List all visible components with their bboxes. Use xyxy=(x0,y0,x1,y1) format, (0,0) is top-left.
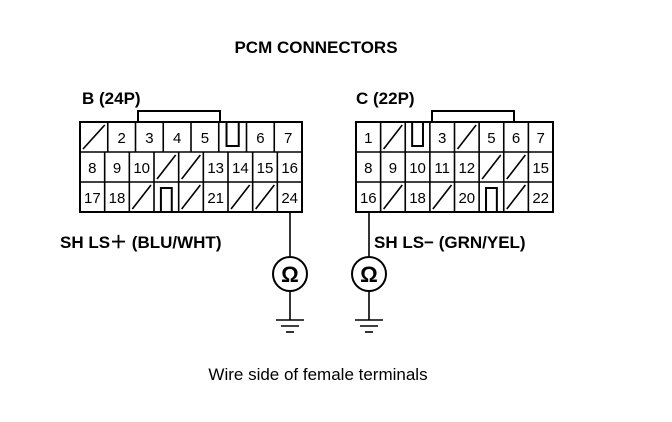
key-notch xyxy=(225,122,240,147)
connector-b-probe-label: SH LS＋ (BLU/WHT) xyxy=(60,233,221,252)
pin-c-10: 10 xyxy=(409,160,426,177)
pin-c-22: 22 xyxy=(532,190,549,207)
ohmmeter-b: Ω xyxy=(272,213,308,333)
connector-c-probe-label: SH LS− (GRN/YEL) xyxy=(374,233,526,252)
pin-c-16: 16 xyxy=(360,190,377,207)
empty-cavity-mark xyxy=(230,184,251,210)
pin-b-16: 16 xyxy=(281,160,298,177)
pin-b-8: 8 xyxy=(88,160,96,177)
pin-b-7: 7 xyxy=(284,130,292,147)
pin-b-6: 6 xyxy=(256,130,264,147)
empty-cavity-mark xyxy=(382,184,403,210)
key-notch xyxy=(485,187,498,212)
pin-b-10: 10 xyxy=(133,160,150,177)
pin-b-17: 17 xyxy=(84,190,101,207)
connector-c-latch xyxy=(431,110,515,122)
pin-b-5: 5 xyxy=(201,130,209,147)
pin-c-7: 7 xyxy=(537,130,545,147)
key-notch xyxy=(411,122,424,147)
pin-b-9: 9 xyxy=(113,160,121,177)
empty-cavity-mark xyxy=(181,154,201,180)
empty-cavity-mark xyxy=(506,154,527,180)
empty-cavity-mark xyxy=(481,154,502,180)
empty-cavity-mark xyxy=(131,184,152,210)
ohm-symbol-c: Ω xyxy=(360,262,378,287)
pin-c-11: 11 xyxy=(434,160,450,177)
pin-c-6: 6 xyxy=(512,130,520,147)
ground-b-icon xyxy=(276,319,304,333)
pin-c-9: 9 xyxy=(389,160,397,177)
ohmmeter-c: Ω xyxy=(351,213,387,333)
pin-c-1: 1 xyxy=(364,130,372,147)
pin-b-2: 2 xyxy=(117,130,125,147)
ohm-symbol-b: Ω xyxy=(281,262,299,287)
pin-c-8: 8 xyxy=(364,160,372,177)
empty-cavity-mark xyxy=(181,184,201,210)
footer-caption: Wire side of female terminals xyxy=(208,365,427,384)
connector-b-latch xyxy=(137,110,221,122)
pin-c-15: 15 xyxy=(532,160,549,177)
pin-c-12: 12 xyxy=(458,160,475,177)
pin-c-5: 5 xyxy=(487,130,495,147)
pin-b-13: 13 xyxy=(207,160,224,177)
empty-cavity-mark xyxy=(255,184,275,210)
empty-cavity-mark xyxy=(456,124,477,150)
empty-cavity-mark xyxy=(82,124,106,150)
diagram-title: PCM CONNECTORS xyxy=(234,38,397,57)
pin-b-3: 3 xyxy=(145,130,153,147)
pin-c-18: 18 xyxy=(409,190,426,207)
pin-b-14: 14 xyxy=(232,160,249,177)
pin-b-24: 24 xyxy=(281,190,298,207)
empty-cavity-mark xyxy=(432,184,453,210)
connector-b-label: B (24P) xyxy=(82,89,141,108)
key-notch xyxy=(159,187,173,212)
ground-c-icon xyxy=(355,319,383,333)
pin-b-21: 21 xyxy=(207,190,224,207)
empty-cavity-mark xyxy=(506,184,527,210)
empty-cavity-mark xyxy=(156,154,177,180)
pin-b-4: 4 xyxy=(173,130,181,147)
empty-cavity-mark xyxy=(382,124,403,150)
pin-b-15: 15 xyxy=(257,160,274,177)
pin-c-3: 3 xyxy=(438,130,446,147)
pin-b-18: 18 xyxy=(109,190,126,207)
pin-c-20: 20 xyxy=(458,190,475,207)
connector-c-label: C (22P) xyxy=(356,89,415,108)
